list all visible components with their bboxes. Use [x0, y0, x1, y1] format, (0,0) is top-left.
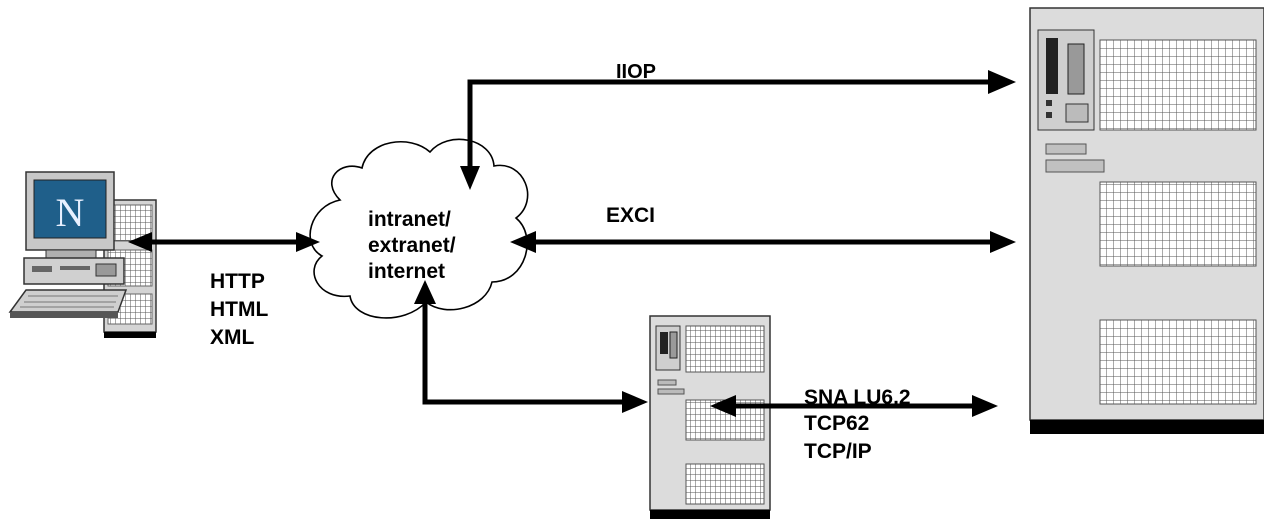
cloud-label-line-1: intranet/ [368, 208, 451, 231]
client-workstation-icon: N [8, 171, 157, 338]
middle-server-icon [649, 315, 771, 519]
tcpip-label: TCP/IP [804, 440, 872, 463]
connectors [128, 70, 1016, 417]
mainframe-server-icon [1029, 7, 1264, 434]
netscape-logo-letter: N [56, 190, 85, 235]
cloud-to-middle-server-arrow [414, 280, 648, 413]
html-label: HTML [210, 298, 268, 321]
sna-connector-arrow [710, 395, 998, 417]
xml-label: XML [210, 326, 255, 349]
http-connector-arrow [128, 232, 320, 252]
http-label: HTTP [210, 270, 265, 293]
cloud-label-line-3: internet [368, 260, 445, 283]
exci-label: EXCI [606, 204, 655, 227]
iiop-connector-arrow [460, 70, 1016, 190]
exci-connector-arrow [510, 231, 1016, 253]
tcp62-label: TCP62 [804, 412, 869, 435]
cloud-label-line-2: extranet/ [368, 234, 456, 257]
sna-lu62-label: SNA LU6.2 [804, 386, 911, 409]
network-cloud: intranet/ extranet/ internet [309, 138, 529, 319]
iiop-label: IIOP [616, 61, 656, 83]
